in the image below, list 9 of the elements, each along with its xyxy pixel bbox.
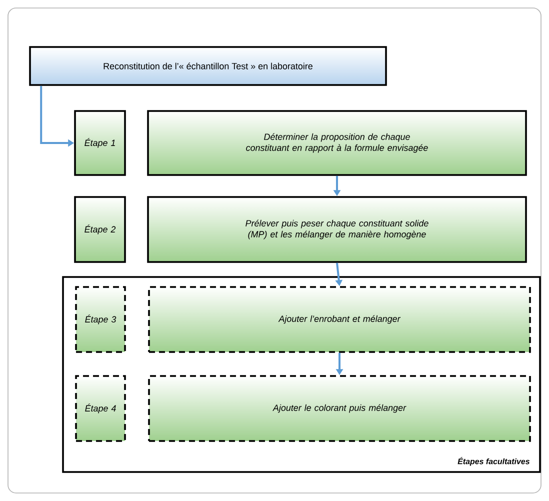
task-box: Ajouter l’enrobant et mélanger bbox=[148, 286, 531, 353]
title-box: Reconstitution de l’« échantillon Test » en laboratoire bbox=[29, 46, 387, 86]
step-box: Étape 2 bbox=[74, 196, 126, 263]
step-box: Étape 3 bbox=[75, 286, 126, 353]
task-box: Déterminer la proposition de chaque constituant en rapport à la formule envisagée bbox=[147, 110, 527, 176]
step-box: Étape 4 bbox=[75, 375, 126, 442]
task-box: Ajouter le colorant puis mélanger bbox=[148, 375, 531, 442]
step-box: Étape 1 bbox=[74, 110, 126, 176]
task-box: Prélever puis peser chaque constituant solide (MP) et les mélanger de manière homogène bbox=[147, 196, 527, 263]
